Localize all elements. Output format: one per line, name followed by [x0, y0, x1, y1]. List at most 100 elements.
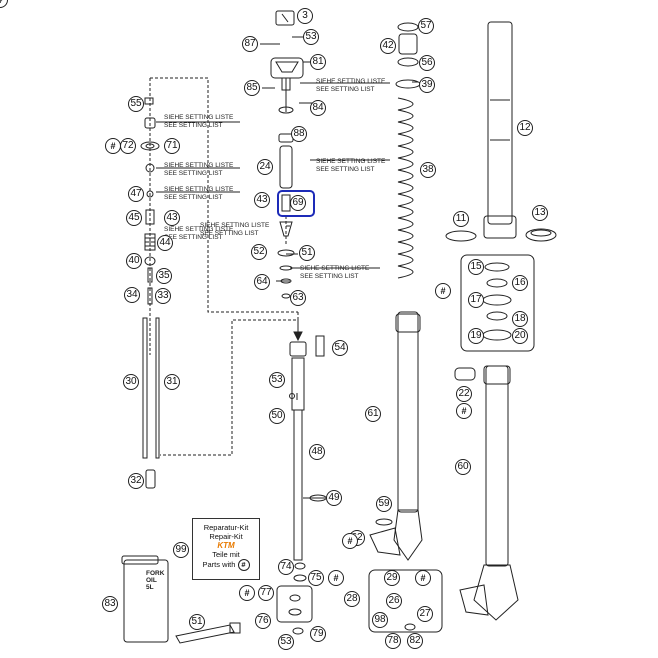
part-callout-79[interactable]: 79 — [310, 626, 326, 642]
part-callout-83[interactable]: 83 — [102, 596, 118, 612]
part-callout-51[interactable]: 51 — [189, 614, 205, 630]
part-callout-27[interactable]: 27 — [417, 606, 433, 622]
part-callout-26[interactable]: 26 — [386, 593, 402, 609]
repair-kit-box: Reparatur-Kit Repair-Kit KTM Teile mit P… — [192, 518, 260, 580]
part-callout-75[interactable]: 75 — [308, 570, 324, 586]
part-callout-61[interactable]: 61 — [365, 406, 381, 422]
part-callout-31[interactable]: 31 — [164, 374, 180, 390]
part-callout-69[interactable]: 69 — [290, 195, 306, 211]
repair-kit-marker[interactable]: # — [328, 570, 344, 586]
setting-note-en: SEE SETTING LIST — [316, 85, 375, 93]
oil-can-label: FORK OIL 5L — [146, 570, 164, 591]
part-callout-24[interactable]: 24 — [257, 159, 273, 175]
part-callout-11[interactable]: 11 — [453, 211, 469, 227]
part-callout-98[interactable]: 98 — [372, 612, 388, 628]
part-callout-50[interactable]: 50 — [269, 408, 285, 424]
part-callout-60[interactable]: 60 — [455, 459, 471, 475]
setting-note-de: SIEHE SETTING LISTE — [164, 114, 234, 121]
part-callout-42[interactable]: 42 — [380, 38, 396, 54]
part-callout-16[interactable]: 16 — [512, 275, 528, 291]
part-callout-32[interactable]: 32 — [128, 473, 144, 489]
part-callout-72[interactable]: 72 — [120, 138, 136, 154]
part-callout-87[interactable]: 87 — [242, 36, 258, 52]
part-callout-28[interactable]: 28 — [344, 591, 360, 607]
part-callout-38[interactable]: 38 — [420, 162, 436, 178]
part-callout-51[interactable]: 51 — [299, 245, 315, 261]
part-callout-53[interactable]: 53 — [269, 372, 285, 388]
repair-kit-marker[interactable]: # — [239, 585, 255, 601]
repair-kit-marker[interactable]: # — [105, 138, 121, 154]
part-callout-99[interactable]: 99 — [173, 542, 189, 558]
part-callout-12[interactable]: 12 — [517, 120, 533, 136]
oil-can-line1: FORK — [146, 570, 165, 577]
part-callout-20[interactable]: 20 — [512, 328, 528, 344]
setting-note-en: SEE SETTING LIST — [164, 193, 223, 201]
part-callout-77[interactable]: 77 — [258, 585, 274, 601]
part-callout-59[interactable]: 59 — [376, 496, 392, 512]
part-callout-15[interactable]: 15 — [468, 259, 484, 275]
part-callout-56[interactable]: 56 — [419, 55, 435, 71]
part-callout-82[interactable]: 82 — [407, 633, 423, 649]
part-callout-55[interactable]: 55 — [128, 96, 144, 112]
part-callout-43[interactable]: 43 — [254, 192, 270, 208]
part-callout-78[interactable]: 78 — [385, 633, 401, 649]
part-callout-84[interactable]: 84 — [310, 100, 326, 116]
part-callout-81[interactable]: 81 — [310, 54, 326, 70]
setting-note-en: SEE SETTING LIST — [316, 165, 375, 173]
part-callout-48[interactable]: 48 — [309, 444, 325, 460]
part-callout-52[interactable]: 52 — [251, 244, 267, 260]
part-callout-53[interactable]: 53 — [278, 634, 294, 650]
part-callout-40[interactable]: 40 — [126, 253, 142, 269]
assembly-line — [160, 312, 299, 456]
repair-kit-marker[interactable]: # — [415, 570, 431, 586]
part-callout-17[interactable]: 17 — [468, 292, 484, 308]
part-callout-34[interactable]: 34 — [124, 287, 140, 303]
oil-can-line3: 5L — [146, 584, 154, 591]
part-callout-3[interactable]: 3 — [297, 8, 313, 24]
part-callout-54[interactable]: 54 — [332, 340, 348, 356]
part-callout-18[interactable]: 18 — [512, 311, 528, 327]
part-callout-44[interactable]: 44 — [157, 235, 173, 251]
part-callout-49[interactable]: 49 — [326, 490, 342, 506]
repair-kit-marker[interactable]: # — [342, 533, 358, 549]
assembly-line — [150, 77, 298, 313]
part-callout-30[interactable]: 30 — [123, 374, 139, 390]
repair-kit-marker[interactable]: # — [435, 283, 451, 299]
part-callout-71[interactable]: 71 — [164, 138, 180, 154]
part-callout-43[interactable]: 43 — [164, 210, 180, 226]
part-callout-45[interactable]: 45 — [126, 210, 142, 226]
part-callout-19[interactable]: 19 — [468, 328, 484, 344]
part-callout-22[interactable]: 22 — [456, 386, 472, 402]
part-callout-76[interactable]: 76 — [255, 613, 271, 629]
part-callout-13[interactable]: 13 — [532, 205, 548, 221]
part-callout-39[interactable]: 39 — [419, 77, 435, 93]
part-callout-29[interactable]: 29 — [384, 570, 400, 586]
setting-note-de: SIEHE SETTING LISTE — [316, 158, 386, 165]
part-callout-47[interactable]: 47 — [128, 186, 144, 202]
part-callout-33[interactable]: 33 — [155, 288, 171, 304]
setting-note-de: SIEHE SETTING LISTE — [316, 78, 386, 85]
part-callout-63[interactable]: 63 — [290, 290, 306, 306]
part-callout-53[interactable]: 53 — [303, 29, 319, 45]
repair-kit-line4: Parts with # — [193, 559, 259, 571]
setting-note-en: SEE SETTING LIST — [164, 233, 223, 241]
part-callout-64[interactable]: 64 — [254, 274, 270, 290]
repair-kit-symbol: # — [237, 559, 250, 571]
part-callout-74[interactable]: 74 — [278, 559, 294, 575]
oil-can-line2: OIL — [146, 577, 157, 584]
part-callout-35[interactable]: 35 — [156, 268, 172, 284]
repair-kit-line2: Repair-Kit — [209, 532, 243, 541]
part-callout-57[interactable]: 57 — [418, 18, 434, 34]
ktm-logo: KTM — [217, 541, 235, 550]
setting-note-en: SEE SETTING LIST — [164, 121, 223, 129]
part-callout-85[interactable]: 85 — [244, 80, 260, 96]
part-callout-88[interactable]: 88 — [291, 126, 307, 142]
repair-kit-marker[interactable]: # — [456, 403, 472, 419]
